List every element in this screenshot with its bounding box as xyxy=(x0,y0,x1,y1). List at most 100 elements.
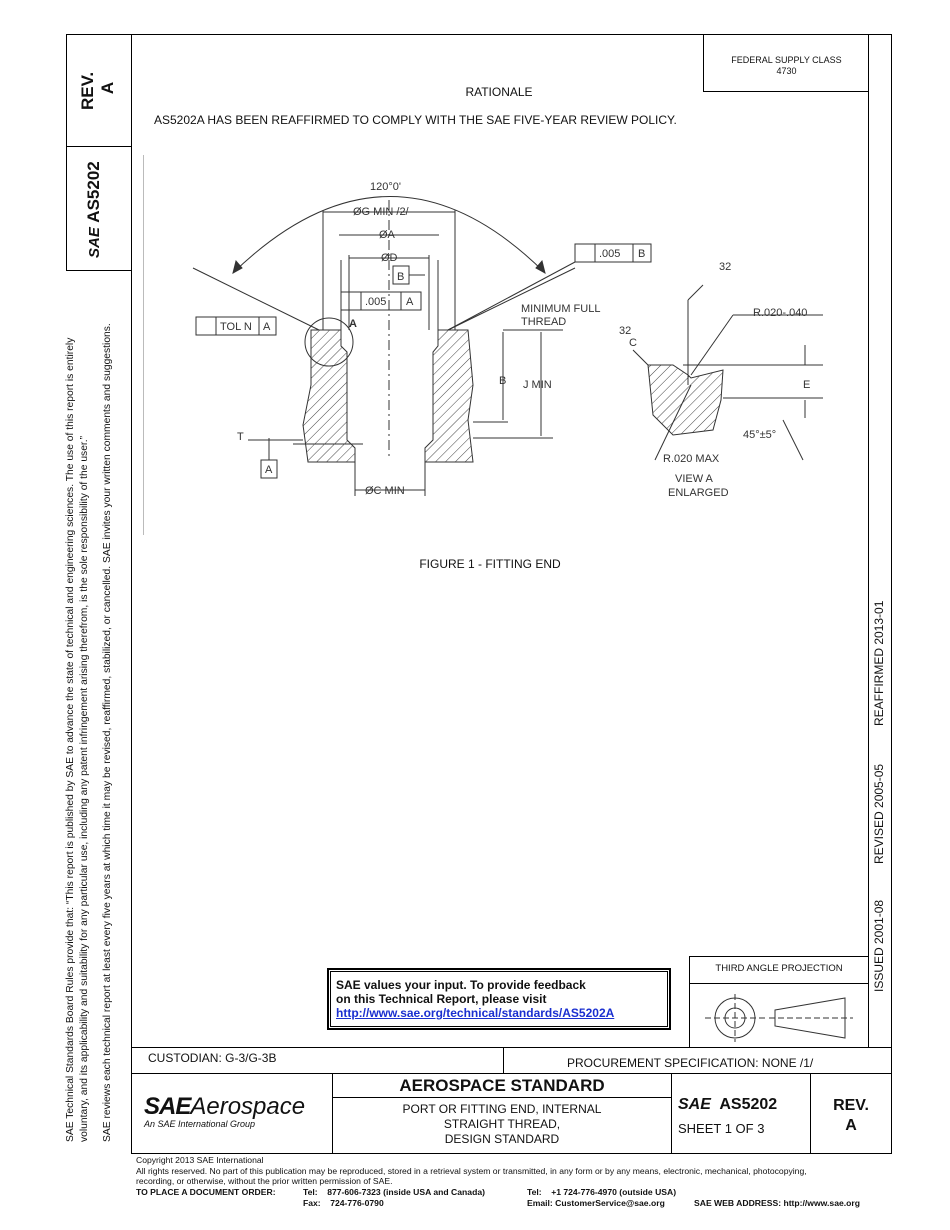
rights-line-1: All rights reserved. No part of this pub… xyxy=(136,1165,807,1176)
detail-a-circle xyxy=(304,317,354,367)
copyright: Copyright 2013 SAE International xyxy=(136,1155,264,1165)
fsc-box-bottom xyxy=(703,91,869,92)
label-e-dim: E xyxy=(803,379,810,391)
sae-logo-block: SAE xyxy=(678,1096,711,1113)
frame-left-border xyxy=(66,34,67,270)
std-type-underline xyxy=(332,1097,672,1098)
title-block-row2 xyxy=(131,1073,891,1074)
rev-block: REV. A xyxy=(811,1096,891,1136)
rev-block-value: A xyxy=(845,1117,857,1134)
order-label: TO PLACE A DOCUMENT ORDER: xyxy=(136,1187,276,1197)
aerospace-standard-title: AEROSPACE STANDARD xyxy=(399,1076,605,1095)
rev-block-label: REV. xyxy=(833,1097,869,1114)
rev-label: REV. xyxy=(78,71,97,110)
angle-arc xyxy=(232,196,546,274)
logo-subtitle: An SAE International Group xyxy=(144,1119,256,1129)
sae-logo-small: SAE xyxy=(86,227,103,258)
notice-line-3: SAE reviews each technical report at lea… xyxy=(102,323,113,1142)
fsc-value: 4730 xyxy=(776,66,797,76)
title-line-1: PORT OR FITTING END, INTERNAL xyxy=(402,1102,602,1116)
label-datum-a-box: A xyxy=(265,464,273,476)
label-tol-005: .005 xyxy=(365,296,386,308)
label-r-range: R.020-.040 xyxy=(753,307,807,319)
notice-line-1: SAE Technical Standards Board Rules prov… xyxy=(65,337,76,1142)
feedback-link[interactable]: http://www.sae.org/technical/standards/A… xyxy=(336,1006,615,1020)
history-revised: REVISED 2005-05 xyxy=(872,763,886,864)
part-right-section xyxy=(424,329,474,463)
feedback-line-1: SAE values your input. To provide feedba… xyxy=(336,978,586,992)
title-divider xyxy=(671,1073,672,1154)
label-a-mark: A xyxy=(349,318,357,330)
label-datum-b: B xyxy=(397,271,404,283)
footer: Copyright 2013 SAE International All rig… xyxy=(136,1155,896,1187)
doc-number-side: AS5202 xyxy=(84,161,103,223)
feedback-box: SAE values your input. To provide feedba… xyxy=(327,968,671,1030)
history-issued: ISSUED 2001-08 xyxy=(872,899,886,992)
rights-line-2: recording, or otherwise, without the pri… xyxy=(136,1176,393,1186)
feedback-line-2: on this Technical Report, please visit xyxy=(336,992,547,1006)
rev-vertical: REV. A xyxy=(78,30,118,110)
frame-inner-left xyxy=(131,34,132,1154)
rationale-text: AS5202A HAS BEEN REAFFIRMED TO COMPLY WI… xyxy=(154,113,677,127)
label-a-dia: ØA xyxy=(379,229,396,241)
fitting-end-drawing: 120°0' ØG MIN /2/ ØA ØD B .005 A .005 B … xyxy=(192,181,823,499)
label-g-min: ØG MIN /2/ xyxy=(353,206,410,218)
label-d-dia: ØD xyxy=(381,252,398,264)
view-a-section xyxy=(647,364,724,436)
label-r-max: R.020 MAX xyxy=(663,453,720,465)
projection-box-mid xyxy=(689,983,869,984)
custodian-divider xyxy=(503,1047,504,1073)
rev-box-bottom xyxy=(66,146,132,147)
history-reaffirmed: REAFFIRMED 2013-01 xyxy=(872,600,886,726)
title-line-3: DESIGN STANDARD xyxy=(444,1132,560,1146)
figure-caption: FIGURE 1 - FITTING END xyxy=(419,557,561,571)
title-block-top xyxy=(131,1047,891,1048)
label-datum-b-fcf: B xyxy=(638,248,645,260)
frame-right-border xyxy=(891,34,892,1154)
label-b-dim: B xyxy=(499,375,506,387)
rev-divider xyxy=(810,1073,811,1154)
doc-box-bottom xyxy=(66,270,132,271)
notice-line-2: voluntary, and its applicability and sui… xyxy=(79,435,90,1142)
doc-number-vertical: SAE AS5202 xyxy=(84,148,104,258)
title-block-bottom xyxy=(131,1153,892,1154)
web-address: SAE WEB ADDRESS: http://www.sae.org xyxy=(694,1198,860,1208)
projection-box-top xyxy=(689,956,869,957)
label-view-a-1: VIEW A xyxy=(675,473,714,485)
label-finish-32-top: 32 xyxy=(719,261,731,273)
frame-inner-right xyxy=(868,34,869,1048)
label-min-full-thread-2: THREAD xyxy=(521,316,566,328)
doc-number: AS5202 xyxy=(719,1096,778,1113)
logo-aerospace: Aerospace xyxy=(190,1093,306,1120)
doc-number-block: SAE AS5202 xyxy=(678,1096,777,1114)
sae-aerospace-logo: SAEAerospace An SAE International Group xyxy=(144,1093,305,1129)
federal-supply-class: FEDERAL SUPPLY CLASS 4730 xyxy=(704,55,869,77)
label-c-min: ØC MIN xyxy=(365,485,405,497)
frame-top-border xyxy=(66,34,892,35)
fax: Fax: 724-776-0790 xyxy=(303,1198,384,1208)
label-datum-a-tol: A xyxy=(263,321,271,333)
standards-notice: SAE Technical Standards Board Rules prov… xyxy=(64,282,115,1142)
title-line-2: STRAIGHT THREAD, xyxy=(443,1117,561,1131)
fsc-label: FEDERAL SUPPLY CLASS xyxy=(731,55,842,65)
projection-symbol xyxy=(705,994,853,1042)
document-title: PORT OR FITTING END, INTERNAL STRAIGHT T… xyxy=(333,1102,671,1147)
figure-left-edge xyxy=(143,155,144,535)
label-j-min: J MIN xyxy=(523,379,552,391)
fsc-box-left xyxy=(703,34,704,92)
label-finish-32: 32 xyxy=(619,325,631,337)
label-finish-c: C xyxy=(629,337,637,349)
email: Email: CustomerService@sae.org xyxy=(527,1198,665,1208)
rationale-heading: RATIONALE xyxy=(465,85,533,99)
label-tol-n: TOL N xyxy=(220,321,252,333)
label-datum-a-fcf: A xyxy=(406,296,414,308)
label-t: T xyxy=(237,431,244,443)
label-angle-45: 45°±5° xyxy=(743,429,776,441)
projection-box-left xyxy=(689,956,690,1048)
sae-logo-mark: SAE xyxy=(144,1093,191,1120)
part-left-section xyxy=(302,329,356,463)
custodian: CUSTODIAN: G-3/G-3B xyxy=(148,1051,277,1065)
label-view-a-2: ENLARGED xyxy=(668,487,729,499)
label-tol-005-b: .005 xyxy=(599,248,620,260)
projection-label: THIRD ANGLE PROJECTION xyxy=(715,963,843,974)
